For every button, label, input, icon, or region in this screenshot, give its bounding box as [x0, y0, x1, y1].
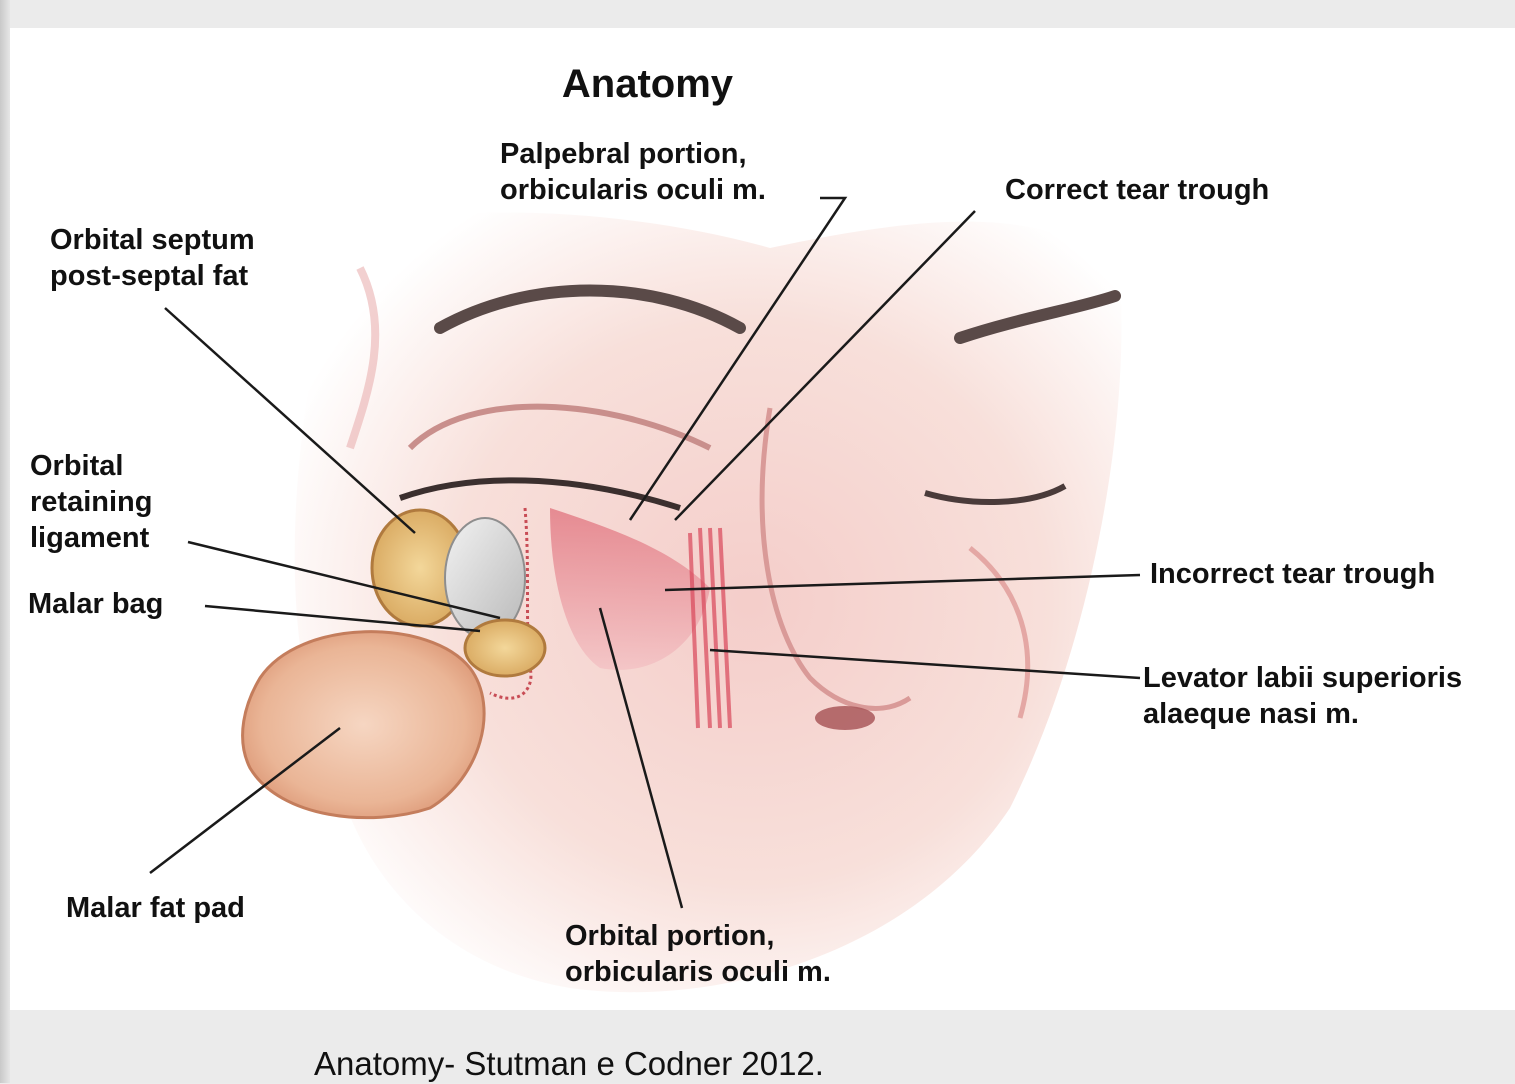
figure-caption: Anatomy- Stutman e Codner 2012. [314, 1044, 824, 1084]
label-orbital-septum: Orbital septum post-septal fat [50, 222, 255, 294]
nostril [815, 706, 875, 730]
label-malar-bag: Malar bag [28, 586, 163, 622]
label-palpebral-portion: Palpebral portion, orbicularis oculi m. [500, 136, 766, 208]
anatomy-figure: Anatomy Palpebral portion, orbicularis o… [10, 28, 1515, 1010]
label-orbital-portion: Orbital portion, orbicularis oculi m. [565, 918, 831, 990]
label-correct-tear-trough: Correct tear trough [1005, 172, 1269, 208]
label-malar-fat-pad: Malar fat pad [66, 890, 245, 926]
slide-left-edge [0, 0, 10, 1083]
label-incorrect-tear-trough: Incorrect tear trough [1150, 556, 1435, 592]
label-levator-labii: Levator labii superioris alaeque nasi m. [1143, 660, 1462, 732]
malar-bag [465, 620, 545, 676]
figure-title: Anatomy [10, 62, 1285, 107]
label-orbital-retaining-ligament: Orbital retaining ligament [30, 448, 152, 556]
malar-fat-pad [243, 632, 485, 818]
